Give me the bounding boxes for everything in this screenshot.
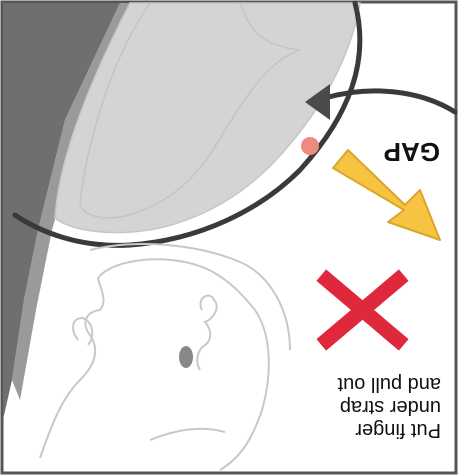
gap-dot-icon <box>301 137 319 155</box>
instruction-line-1: Put finger <box>355 419 441 441</box>
instruction-line-2: under strap <box>340 396 441 418</box>
eye-icon <box>179 346 193 368</box>
gap-label: GAP <box>384 137 440 167</box>
instruction-line-3: and pull out <box>337 373 441 395</box>
